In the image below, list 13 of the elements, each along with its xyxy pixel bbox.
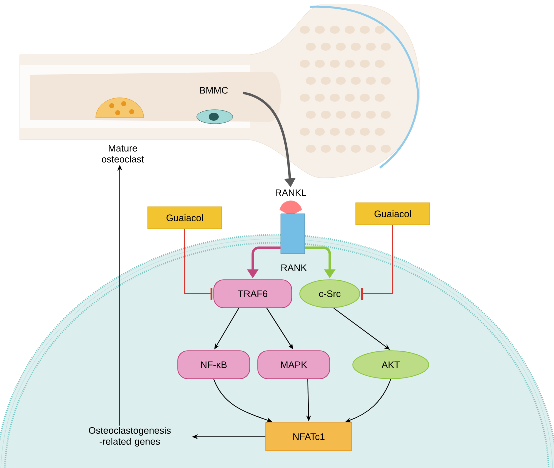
drug-box: Guaiacol — [148, 206, 222, 230]
protein-pill: MAPK — [258, 350, 330, 380]
drug-box: Guaiacol — [356, 202, 430, 226]
text-label: RANKL — [276, 190, 306, 196]
protein-pill: NF-κB — [178, 350, 250, 380]
arrow — [184, 228, 213, 300]
arrow — [361, 224, 394, 300]
text-label: Osteoclastogenesis -related genes — [89, 427, 171, 447]
factor-box: NFATc1 — [266, 422, 352, 452]
protein-pill: TRAF6 — [214, 280, 292, 308]
cell-label: BMMC — [200, 87, 228, 94]
node-label: RANK — [282, 264, 308, 272]
text-label: Mature osteoclast — [102, 145, 144, 163]
